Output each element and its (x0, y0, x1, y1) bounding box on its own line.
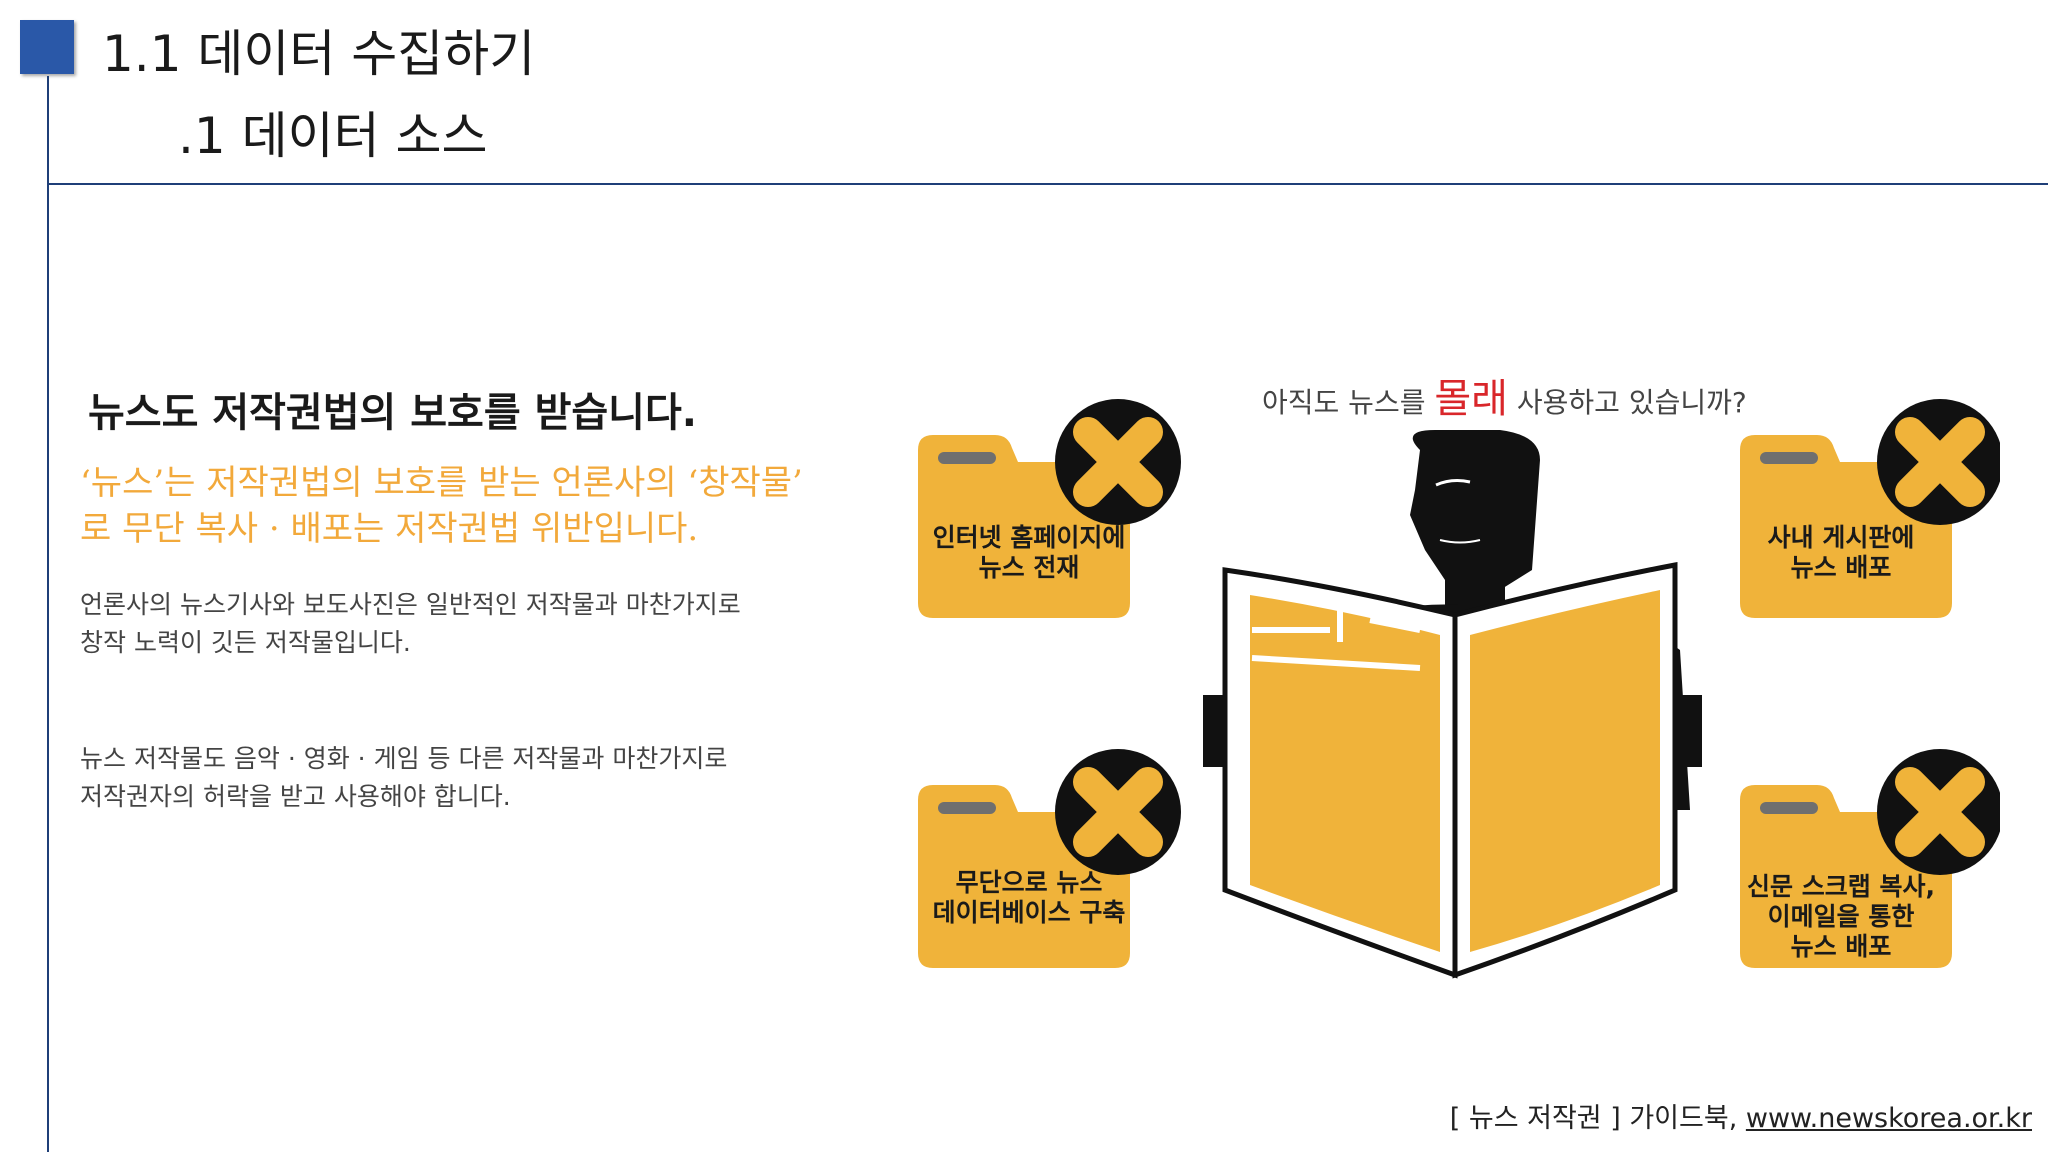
card-line: 사내 게시판에 (1767, 523, 1915, 552)
paragraph-line: 창작 노력이 깃든 저작물입니다. (80, 628, 411, 657)
highlight-text: ‘뉴스’는 저작권법의 보호를 받는 언론사의 ‘창작물’ 로 무단 복사 · … (80, 460, 803, 552)
card-line: 데이터베이스 구축 (932, 898, 1126, 927)
card-label-2: 사내 게시판에 뉴스 배포 (1730, 523, 1952, 583)
highlight-line: 로 무단 복사 · 배포는 저작권법 위반입니다. (80, 509, 699, 549)
question-text: 아직도 뉴스를 몰래 사용하고 있습니까? (1262, 366, 1747, 424)
card-line: 무단으로 뉴스 (955, 868, 1103, 897)
paragraph-line: 저작권자의 허락을 받고 사용해야 합니다. (80, 782, 511, 811)
card-line: 인터넷 홈페이지에 (932, 523, 1126, 552)
highlight-line: ‘뉴스’는 저작권법의 보호를 받는 언론사의 ‘창작물’ (80, 463, 803, 503)
card-line: 뉴스 배포 (1790, 553, 1892, 582)
content-heading: 뉴스도 저작권법의 보호를 받습니다. (88, 390, 697, 436)
card-line: 신문 스크랩 복사, (1747, 872, 1935, 901)
paragraph-1: 언론사의 뉴스기사와 보도사진은 일반적인 저작물과 마찬가지로 창작 노력이 … (80, 586, 741, 662)
source-link[interactable]: www.newskorea.or.kr (1745, 1103, 2032, 1134)
vertical-divider (47, 76, 49, 1152)
cross-icon (1877, 749, 2000, 875)
paragraph-line: 뉴스 저작물도 음악 · 영화 · 게임 등 다른 저작물과 마찬가지로 (80, 744, 728, 773)
slide-title: 1.1 데이터 수집하기 (102, 25, 536, 83)
paragraph-line: 언론사의 뉴스기사와 보도사진은 일반적인 저작물과 마찬가지로 (80, 590, 741, 619)
folder-card-3 (918, 749, 1181, 968)
card-label-1: 인터넷 홈페이지에 뉴스 전재 (918, 523, 1140, 583)
folder-card-1 (918, 399, 1181, 618)
question-highlight: 몰래 (1434, 376, 1508, 422)
cross-icon (1055, 749, 1181, 875)
slide-subtitle: .1 데이터 소스 (178, 107, 488, 165)
section-marker (20, 20, 74, 74)
question-after: 사용하고 있습니까? (1507, 386, 1747, 419)
card-line: 이메일을 통한 (1767, 902, 1915, 931)
newspaper-illustration (918, 399, 2000, 979)
cross-icon (1877, 399, 2000, 525)
card-label-4: 신문 스크랩 복사, 이메일을 통한 뉴스 배포 (1730, 872, 1952, 962)
source-citation: [ 뉴스 저작권 ] 가이드북, www.newskorea.or.kr (1450, 1096, 2032, 1135)
cross-icon (1055, 399, 1181, 525)
card-line: 뉴스 배포 (1790, 932, 1892, 961)
folder-card-2 (1740, 399, 2000, 618)
source-prefix: [ 뉴스 저작권 ] 가이드북, (1449, 1103, 1738, 1134)
paragraph-2: 뉴스 저작물도 음악 · 영화 · 게임 등 다른 저작물과 마찬가지로 저작권… (80, 740, 727, 816)
newspaper-icon (1222, 561, 1678, 979)
card-label-3: 무단으로 뉴스 데이터베이스 구축 (918, 868, 1140, 928)
folder-card-4 (1740, 749, 2000, 968)
horizontal-divider (47, 183, 2048, 185)
question-before: 아직도 뉴스를 (1262, 386, 1435, 419)
card-line: 뉴스 전재 (978, 553, 1080, 582)
